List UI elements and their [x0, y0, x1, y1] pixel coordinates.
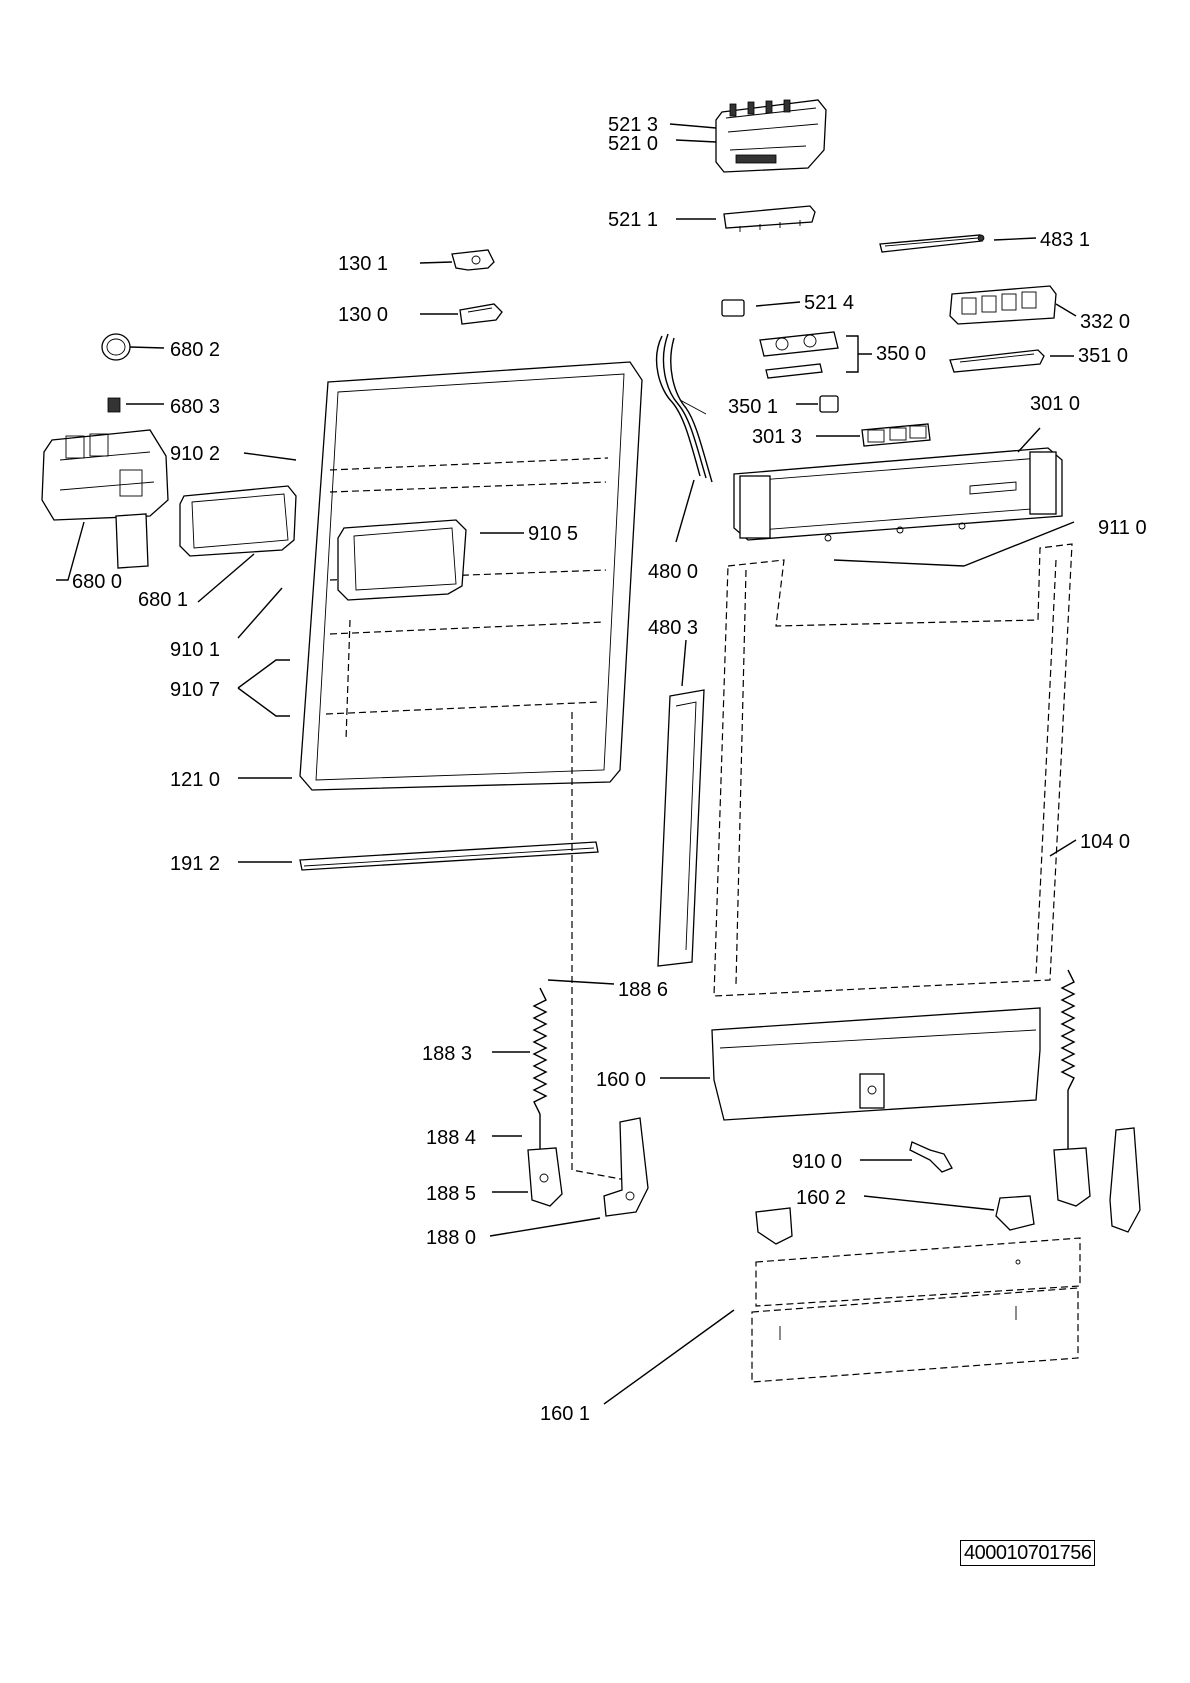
callout-6801: 680 1 [138, 589, 188, 611]
part-spring-right [1053, 969, 1141, 1233]
callout-9102: 910 2 [170, 443, 220, 465]
callout-5210: 521 0 [608, 133, 658, 155]
callout-3320: 332 0 [1080, 311, 1130, 333]
part-small-box-3501 [819, 395, 839, 413]
part-gasket-6801 [179, 485, 297, 557]
callout-1886: 188 6 [618, 979, 668, 1001]
part-cable-483 [879, 234, 985, 253]
callout-1300: 130 0 [338, 304, 388, 326]
part-strip-3510 [949, 349, 1045, 373]
callout-9101: 910 1 [170, 639, 220, 661]
part-seal-strip-1912 [299, 841, 599, 871]
callout-labels: 521 3 521 0 521 1 483 1 130 1 130 0 521 … [72, 114, 1147, 1425]
callout-5214: 521 4 [804, 292, 854, 314]
guide-line [571, 712, 627, 1181]
callout-3010: 301 0 [1030, 393, 1080, 415]
part-module-bracket [723, 205, 816, 232]
callout-6802: 680 2 [170, 339, 220, 361]
part-bracket-1600 [711, 1007, 1041, 1121]
callout-1883: 188 3 [422, 1043, 472, 1065]
part-kick-panel-1601 [751, 1237, 1081, 1383]
callout-1885: 188 5 [426, 1183, 476, 1205]
part-bracket-1602 [755, 1195, 1035, 1245]
callout-9105: 910 5 [528, 523, 578, 545]
part-hinge-left-1885 [527, 1147, 563, 1207]
callout-1880: 188 0 [426, 1227, 476, 1249]
callout-4803: 480 3 [648, 617, 698, 639]
part-control-panel-3010 [733, 447, 1063, 542]
callout-9100: 910 0 [792, 1151, 842, 1173]
callout-6803: 680 3 [170, 396, 220, 418]
part-ring-6802 [101, 333, 131, 361]
callout-1884: 188 4 [426, 1127, 476, 1149]
part-wiring-harness-4800 [655, 333, 713, 483]
part-buttons-3013 [861, 423, 931, 447]
callout-4800: 480 0 [648, 561, 698, 583]
callout-6800: 680 0 [72, 571, 122, 593]
part-control-module [715, 99, 827, 173]
callout-3501: 350 1 [728, 396, 778, 418]
callout-4831: 483 1 [1040, 229, 1090, 251]
part-strip-4803 [657, 689, 705, 967]
callout-1601: 160 1 [540, 1403, 590, 1425]
part-hinge-left-1880 [603, 1117, 649, 1217]
part-inner-door-1210 [299, 361, 643, 791]
callout-1600: 160 0 [596, 1069, 646, 1091]
leader-lines [56, 123, 1077, 1405]
part-keypad-3320 [949, 285, 1057, 325]
part-hook-1300 [459, 303, 503, 325]
callout-3013: 301 3 [752, 426, 802, 448]
part-clip-6803 [107, 397, 121, 413]
callout-1301: 130 1 [338, 253, 388, 275]
part-spring-left-1883 [532, 987, 548, 1150]
callout-3500: 350 0 [876, 343, 926, 365]
callout-9107: 910 7 [170, 679, 220, 701]
part-dispenser-6800 [41, 429, 169, 569]
document-id: 400010701756 [960, 1540, 1096, 1566]
callout-5213: 521 3 [608, 114, 658, 136]
callout-1602: 160 2 [796, 1187, 846, 1209]
callout-1912: 191 2 [170, 853, 220, 875]
callout-1040: 104 0 [1080, 831, 1130, 853]
callout-5211: 521 1 [608, 209, 658, 231]
part-screw-9100 [909, 1141, 953, 1173]
part-hook-1301 [451, 249, 495, 271]
part-outer-door-1040 [713, 543, 1073, 997]
part-switch-assembly-3500 [759, 331, 839, 379]
part-small-clip-5214 [721, 299, 745, 317]
callout-1210: 121 0 [170, 769, 220, 791]
callout-3510: 351 0 [1078, 345, 1128, 367]
callout-9110: 911 0 [1098, 517, 1147, 539]
